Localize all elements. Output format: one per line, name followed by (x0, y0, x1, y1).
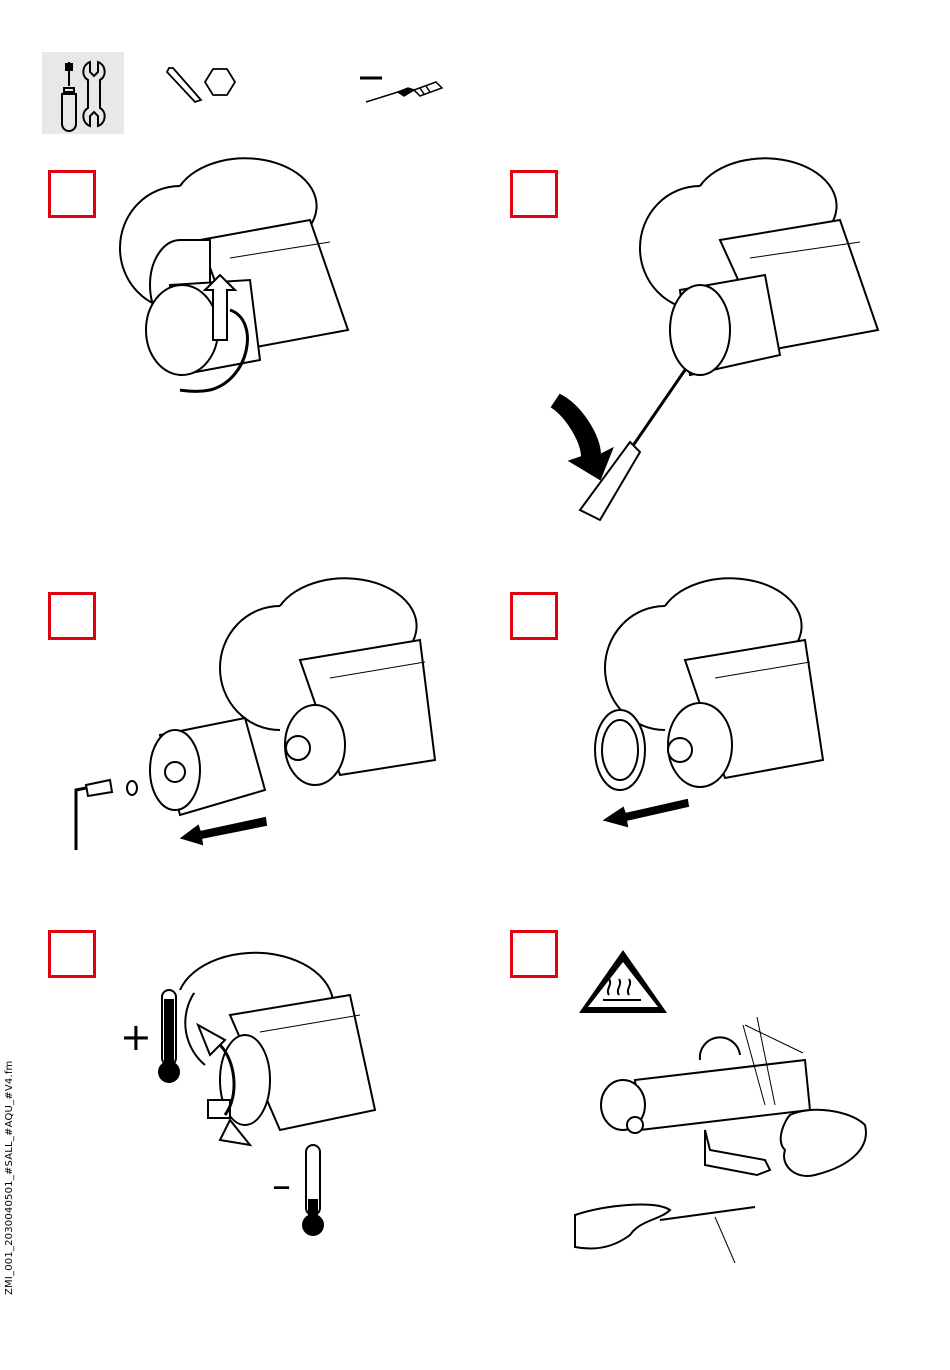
plus-label: + (120, 1018, 152, 1056)
document-code-text: ZMI_001_2030040501_#SALL_#AQU_#V4.fm (4, 1061, 15, 1296)
hot-surface-warning-test-icon (575, 945, 875, 1265)
step-4-marker (510, 592, 558, 640)
rotate-handle-icon (110, 180, 360, 410)
step-1-marker (48, 170, 96, 218)
step-5-marker (48, 930, 96, 978)
step-6-marker (510, 930, 558, 978)
minus-label: – (272, 1166, 291, 1204)
pry-with-screwdriver-icon (540, 180, 890, 530)
allen-key-hex-icon (165, 62, 240, 107)
tools-panel (42, 52, 124, 134)
remove-handle-with-hex-key-icon (70, 600, 450, 860)
hot-surface-warning-icon (579, 950, 667, 1013)
screwdriver-wrench-icon (42, 52, 124, 134)
temperature-adjust-icon (120, 960, 390, 1240)
flat-screwdriver-icon (358, 68, 448, 108)
document-code-label: ZMI_001_2030040501_#SALL_#AQU_#V4.fm (0, 1040, 20, 1300)
remove-ring-icon (575, 600, 895, 830)
